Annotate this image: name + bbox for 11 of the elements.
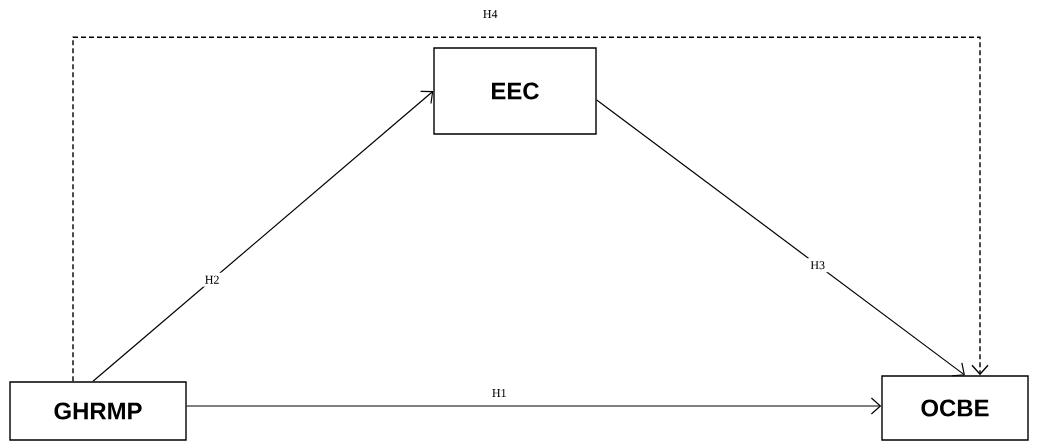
process-box: GHRMP — [9, 381, 187, 441]
process-box: EEC — [433, 47, 597, 135]
arrow — [186, 397, 882, 415]
arrow — [596, 99, 965, 377]
edge-label: H2 — [201, 272, 223, 287]
arrow — [92, 90, 434, 382]
edge-label: H1 — [488, 386, 510, 400]
arrow — [72, 36, 989, 382]
edge-label: H3 — [807, 258, 828, 273]
process-box: OCBE — [881, 375, 1029, 441]
edge-label: H4 — [479, 7, 501, 21]
